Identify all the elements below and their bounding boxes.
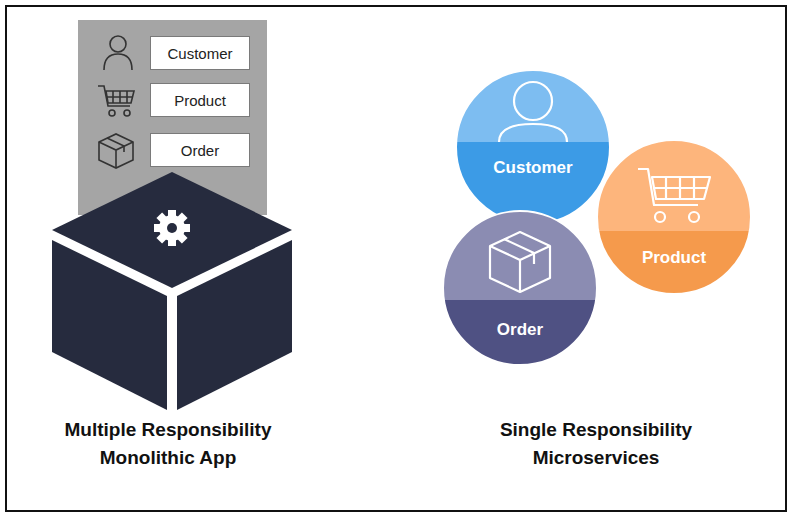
entity-box: Product	[150, 83, 250, 117]
microservice-circle: Product	[596, 139, 752, 295]
monolith-cube	[52, 172, 292, 410]
microservice-circle: Customer	[455, 69, 611, 225]
service-circle-shape	[596, 139, 752, 295]
node-label: Order	[497, 320, 543, 340]
caption-label: Multiple Responsibility Monolithic App	[37, 416, 299, 472]
node-label: Customer	[493, 158, 572, 178]
label-holder: Product	[596, 248, 752, 268]
caption-label: Single Responsibility Microservices	[471, 416, 721, 472]
entity-box: Customer	[150, 36, 250, 70]
node-label: Customer	[167, 45, 232, 62]
list-icons	[98, 36, 134, 168]
entity-box: Order	[150, 133, 250, 167]
service-circle-shape	[442, 210, 598, 366]
gear-icon	[154, 210, 190, 246]
label-holder: Customer	[455, 158, 611, 178]
service-circle-shape	[455, 69, 611, 225]
node-label: Product	[642, 248, 706, 268]
node-label: Product	[174, 92, 226, 109]
label-holder: Order	[442, 320, 598, 340]
node-label: Order	[181, 142, 219, 159]
microservice-circle: Order	[442, 210, 598, 366]
